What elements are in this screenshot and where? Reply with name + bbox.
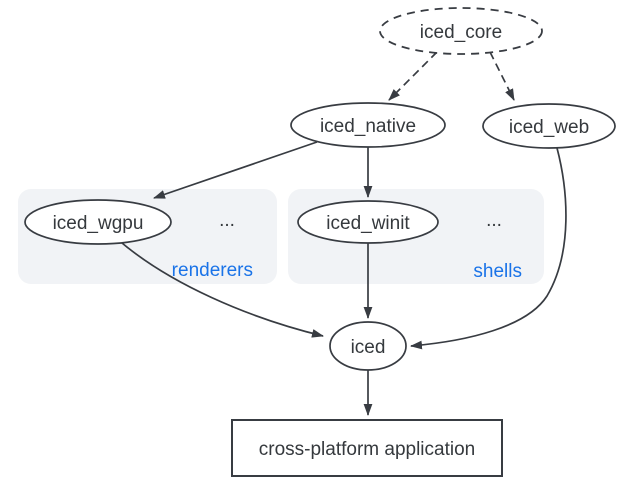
- node-label-iced-native: iced_native: [320, 116, 416, 137]
- node-label-iced-web: iced_web: [509, 117, 589, 138]
- node-iced-wgpu: [24, 199, 172, 245]
- node-iced-winit: [297, 200, 439, 244]
- edge-web-to-iced: [410, 147, 567, 350]
- node-label-iced-core: iced_core: [420, 22, 502, 43]
- shells-ellipsis: ...: [486, 210, 502, 231]
- node-iced-native: [290, 102, 446, 148]
- node-iced-core: [379, 7, 543, 55]
- edge-core-to-native: [388, 51, 438, 101]
- renderers-ellipsis: ...: [219, 210, 235, 231]
- node-label-iced: iced: [351, 337, 386, 358]
- diagram-nodes: [24, 7, 616, 477]
- renderers-group-label: renderers: [172, 260, 253, 281]
- node-iced: [329, 321, 407, 371]
- edge-wgpu-to-iced: [121, 242, 324, 338]
- node-iced-web: [482, 103, 616, 149]
- node-application-box: [231, 419, 503, 477]
- edge-native-to-wgpu: [153, 141, 318, 199]
- node-label-iced-wgpu: iced_wgpu: [53, 213, 144, 234]
- diagram-edges: [121, 51, 567, 416]
- edge-core-to-web: [489, 51, 515, 101]
- node-label-application: cross-platform application: [259, 439, 475, 460]
- shells-group-label: shells: [473, 261, 522, 282]
- node-label-iced-winit: iced_winit: [326, 213, 410, 234]
- diagram-labels: iced_core iced_native iced_web iced_wgpu…: [53, 22, 590, 460]
